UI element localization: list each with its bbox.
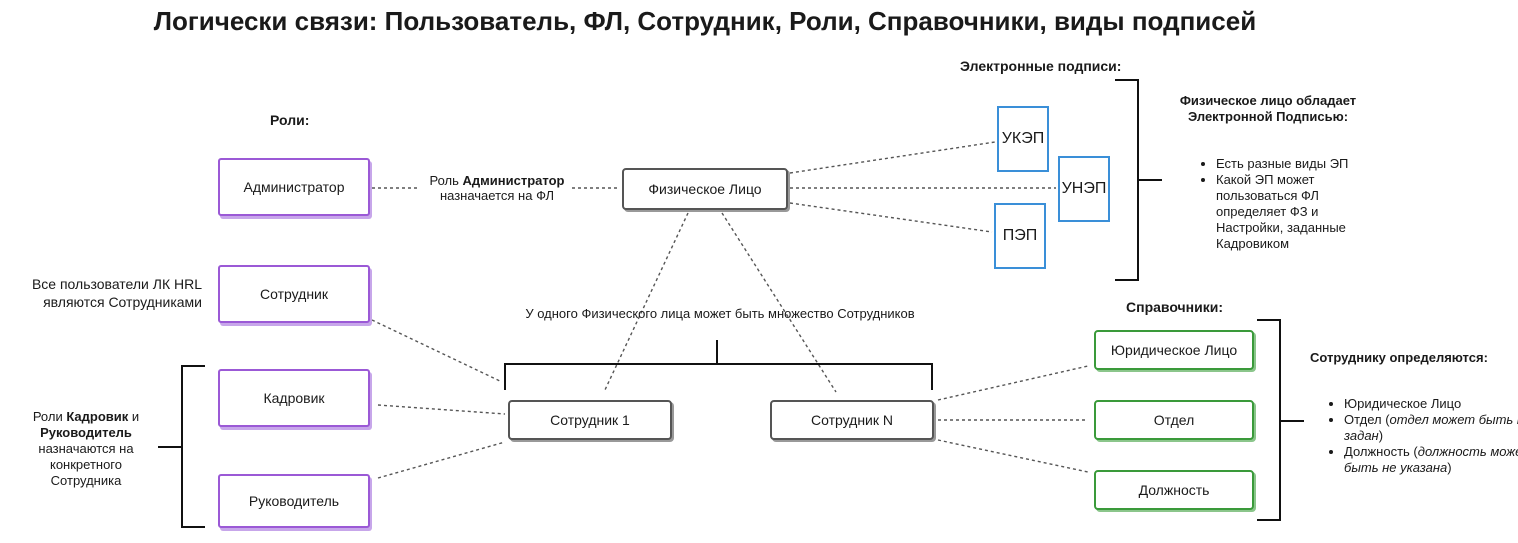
dir-bullet-2: Отдел (отдел может быть не задан) (1344, 412, 1518, 444)
sig-bullet-2: Какой ЭП может пользоваться ФЛ определяе… (1216, 172, 1386, 252)
sig-pep-icon: ПЭП (994, 203, 1046, 269)
dir-position: Должность (1094, 470, 1254, 510)
person-to-emp1 (603, 212, 689, 393)
signatures-note-title: Физическое лицо обладает Электронной Под… (1179, 93, 1357, 124)
directories-bullets: Юридическое Лицо Отдел (отдел может быть… (1326, 396, 1518, 476)
sig-unep-icon: УНЭП (1058, 156, 1110, 222)
signatures-bullets: Есть разные виды ЭП Какой ЭП может польз… (1198, 156, 1386, 252)
person-to-pep (789, 202, 993, 233)
sig-ukep-icon: УКЭП (997, 106, 1049, 172)
employee-1-box: Сотрудник 1 (508, 400, 672, 440)
directories-note-title: Сотруднику определяются: (1310, 350, 1488, 365)
role-manager: Руководитель (218, 474, 370, 528)
page-title: Логически связи: Пользователь, ФЛ, Сотру… (153, 6, 1257, 36)
role-admin: Администратор (218, 158, 370, 216)
directories-heading: Справочники: (1126, 299, 1223, 315)
roles-heading: Роли: (270, 112, 310, 128)
dir-legal-entity: Юридическое Лицо (1094, 330, 1254, 370)
signatures-heading: Электронные подписи: (960, 58, 1122, 74)
hr-to-emp1 (377, 404, 506, 415)
hr-note: Роли Кадровик и Руководитель назначаются… (32, 409, 140, 488)
employee-role-to-emp1 (371, 319, 503, 383)
role-employee: Сотрудник (218, 265, 370, 323)
all-users-note: Все пользователи ЛК HRL являются Сотрудн… (31, 276, 202, 310)
dir-bullet-1: Юридическое Лицо (1344, 396, 1518, 412)
dir-bullet-3: Должность (должность может быть не указа… (1344, 444, 1518, 476)
employees-brace (504, 363, 933, 390)
hr-brace (181, 365, 205, 528)
sig-bullet-1: Есть разные виды ЭП (1216, 156, 1386, 172)
role-hr: Кадровик (218, 369, 370, 427)
directories-brace (1257, 319, 1281, 521)
person-box: Физическое Лицо (622, 168, 788, 210)
empN-to-legal (937, 365, 1089, 401)
person-to-ukep (789, 141, 996, 174)
many-employees-note: У одного Физического лица может быть мно… (525, 306, 915, 321)
empN-to-position (937, 439, 1089, 473)
employee-n-box: Сотрудник N (770, 400, 934, 440)
dir-department: Отдел (1094, 400, 1254, 440)
person-to-empN (721, 212, 837, 393)
admin-note: Роль Администратор назначается на ФЛ (429, 173, 565, 203)
manager-to-emp1 (377, 441, 506, 479)
signatures-brace (1115, 79, 1139, 281)
